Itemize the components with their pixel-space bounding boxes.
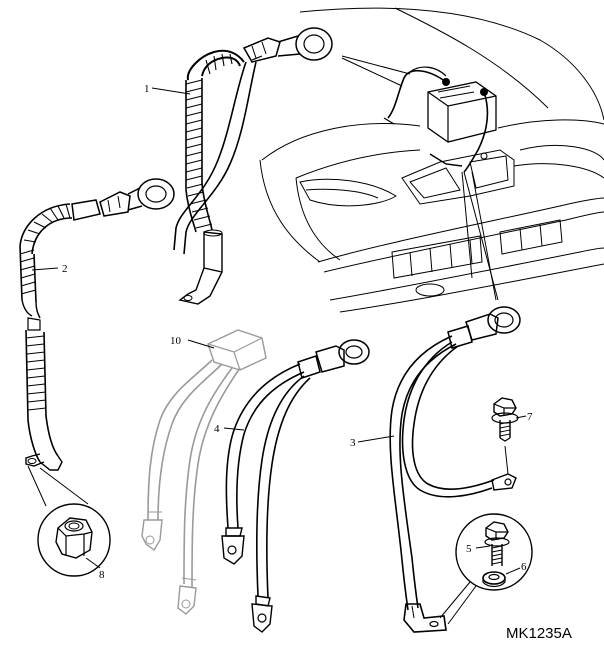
callout-4: 4 <box>214 423 220 435</box>
cable-item-4 <box>221 339 370 633</box>
callout-8: 7 <box>527 411 533 423</box>
callout-5: 5 <box>466 543 472 555</box>
callout-6-leader <box>505 567 521 575</box>
cable-item-3 <box>389 306 521 633</box>
callout-3-leader <box>357 435 395 443</box>
leader-line-battery-a <box>341 55 411 75</box>
leader-line-battery-b <box>341 57 403 87</box>
bolt-item-8 <box>491 397 519 475</box>
callout-1-leader <box>151 87 191 95</box>
callout-1: 1 <box>144 83 150 95</box>
cable-item-2 <box>19 178 175 471</box>
callout-5-leader <box>475 545 491 549</box>
cable-item-10 <box>141 329 267 615</box>
callout-7-leader <box>85 557 101 569</box>
cable-item-1 <box>173 27 333 305</box>
callout-10: 10 <box>170 335 182 347</box>
nut-item-7-detail <box>27 465 111 577</box>
battery <box>383 66 497 173</box>
callout-4-leader <box>223 427 245 431</box>
callout-3: 3 <box>350 437 356 449</box>
callout-7: 8 <box>99 569 105 581</box>
callout-6: 6 <box>521 561 527 573</box>
drawing-code: MK1235A <box>506 625 572 642</box>
callout-8-leader <box>515 415 527 419</box>
callout-2-leader <box>31 267 59 271</box>
car-front-illustration <box>259 7 604 313</box>
callout-10-leader <box>187 339 215 349</box>
bolt-washer-detail <box>439 513 533 625</box>
callout-2: 2 <box>62 263 68 275</box>
